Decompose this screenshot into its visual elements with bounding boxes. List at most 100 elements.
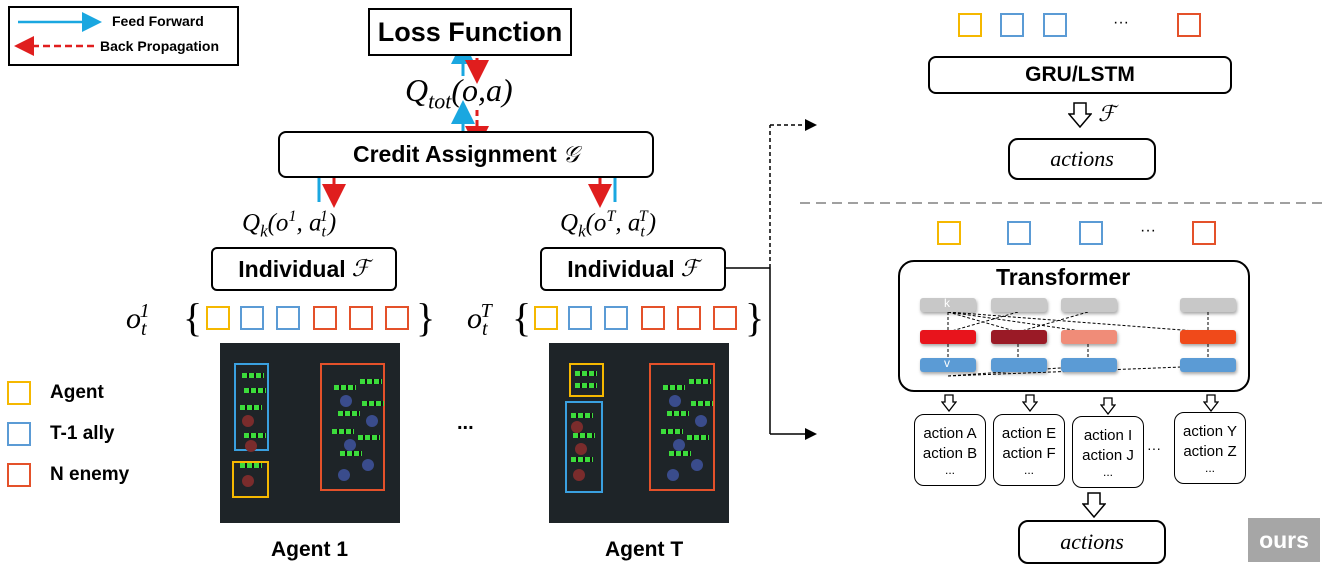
- value-vector: [1061, 358, 1117, 372]
- key-ally-label: T-1 ally: [50, 423, 115, 444]
- qkT-sup2: T: [638, 208, 648, 225]
- action-item: action J: [1082, 447, 1134, 464]
- ours-badge: ours: [1248, 518, 1320, 562]
- value-vector: v: [920, 356, 976, 372]
- health-bar: [571, 457, 593, 462]
- token-agent: [206, 306, 230, 330]
- agent-bounding-box: [232, 461, 269, 498]
- legend-feed-forward: Feed Forward: [112, 13, 204, 29]
- token-ally: [1079, 221, 1103, 245]
- credit-assignment-box: Credit Assignment 𝒢: [278, 131, 654, 178]
- value-vector-label: v: [944, 356, 950, 370]
- action-item: action Z: [1183, 443, 1237, 460]
- health-bar: [661, 429, 683, 434]
- token-ellipsis: ···: [1140, 222, 1156, 239]
- individual-label-T: Individual: [567, 255, 675, 282]
- agent1-caption: Agent 1: [271, 538, 349, 561]
- action-item: action E: [1001, 425, 1057, 442]
- down-arrow-icon: [1022, 394, 1038, 412]
- token-enemy: [641, 306, 665, 330]
- qk1-end: ): [327, 209, 337, 237]
- key-agent-swatch: [7, 381, 31, 405]
- token-enemy: [313, 306, 337, 330]
- agents-ellipsis: ...: [457, 412, 474, 434]
- agent-bounding-box: [569, 363, 604, 397]
- query-vector: [991, 330, 1047, 344]
- individual-box-agentT: Individual ℱ: [540, 247, 726, 291]
- value-vector: [1180, 358, 1236, 372]
- enemy-bounding-box: [649, 363, 715, 491]
- qk1-sup2: 1: [319, 208, 328, 225]
- actions-box-transformer: actions: [1018, 520, 1166, 564]
- token-ally: [1000, 13, 1024, 37]
- ally-unit: [575, 443, 587, 455]
- down-arrow-icon: [1100, 397, 1116, 415]
- health-bar: [689, 379, 711, 384]
- agent-unit: [242, 475, 254, 487]
- qk1-k: k: [260, 221, 268, 241]
- qk1-o: (o: [267, 209, 289, 237]
- obsT-open-brace: {: [512, 295, 532, 340]
- health-bar: [332, 429, 354, 434]
- token-ally: [604, 306, 628, 330]
- health-bar: [669, 451, 691, 456]
- key-ally-swatch: [7, 422, 31, 446]
- qk1-t: t: [321, 223, 326, 241]
- transformer-down-arrow: [1082, 492, 1106, 518]
- individual-symbol-1: ℱ: [351, 256, 370, 281]
- query-vector: [1180, 330, 1236, 344]
- qtot-q: Q: [405, 72, 429, 108]
- action-item: action Y: [1183, 423, 1237, 440]
- qk1-a: , a: [296, 209, 322, 237]
- token-enemy: [349, 306, 373, 330]
- token-ally: [568, 306, 592, 330]
- qkT-k: k: [578, 221, 586, 241]
- token-ally: [1043, 13, 1067, 37]
- obs1-close-brace: }: [416, 295, 436, 340]
- health-bar: [240, 463, 262, 468]
- obs-agentT-label: otT: [467, 300, 492, 341]
- key-vector: [1180, 298, 1236, 312]
- key-enemy-swatch: [7, 463, 31, 487]
- ally-unit: [242, 415, 254, 427]
- down-arrow-icon: [1203, 394, 1219, 412]
- qk-agentT-label: Qk(oT, atT): [560, 208, 656, 241]
- ally-unit: [573, 469, 585, 481]
- health-bar: [358, 435, 380, 440]
- enemy-unit: [691, 459, 703, 471]
- health-bar: [362, 401, 384, 406]
- qk1-q: Q: [242, 209, 261, 237]
- individual-symbol-T: ℱ: [680, 256, 699, 281]
- qtot-sub: tot: [428, 88, 452, 114]
- token-ally: [240, 306, 264, 330]
- token-enemy: [1177, 13, 1201, 37]
- token-ellipsis: ···: [1113, 14, 1129, 31]
- query-vector: [1061, 330, 1117, 344]
- enemy-unit: [695, 415, 707, 427]
- enemy-unit: [344, 439, 356, 451]
- action-group-4: action Y action Z ...: [1174, 412, 1246, 484]
- enemy-unit: [340, 395, 352, 407]
- gru-lstm-box: GRU/LSTM: [928, 56, 1232, 94]
- qk-agent1-label: Qk(o1, at1): [242, 208, 336, 241]
- obs1-o: o: [126, 302, 141, 335]
- legend-box: [8, 6, 239, 66]
- obs1-sup: 1: [139, 300, 150, 322]
- action-more: ...: [1023, 463, 1034, 477]
- enemy-bounding-box: [320, 363, 385, 491]
- token-agent: [958, 13, 982, 37]
- health-bar: [575, 383, 597, 388]
- transformer-title: Transformer: [996, 264, 1131, 290]
- qtot-label: Qtot(o,a): [405, 72, 513, 114]
- qk1-sup: 1: [288, 208, 297, 225]
- health-bar: [338, 411, 360, 416]
- token-enemy: [713, 306, 737, 330]
- health-bar: [663, 385, 685, 390]
- token-ally: [276, 306, 300, 330]
- health-bar: [575, 371, 597, 376]
- individual-label-1: Individual: [238, 255, 346, 282]
- qkT-o: (o: [585, 209, 607, 237]
- action-more: ...: [1204, 461, 1215, 475]
- ally-bounding-box: [565, 401, 603, 493]
- qkT-end: ): [647, 209, 657, 237]
